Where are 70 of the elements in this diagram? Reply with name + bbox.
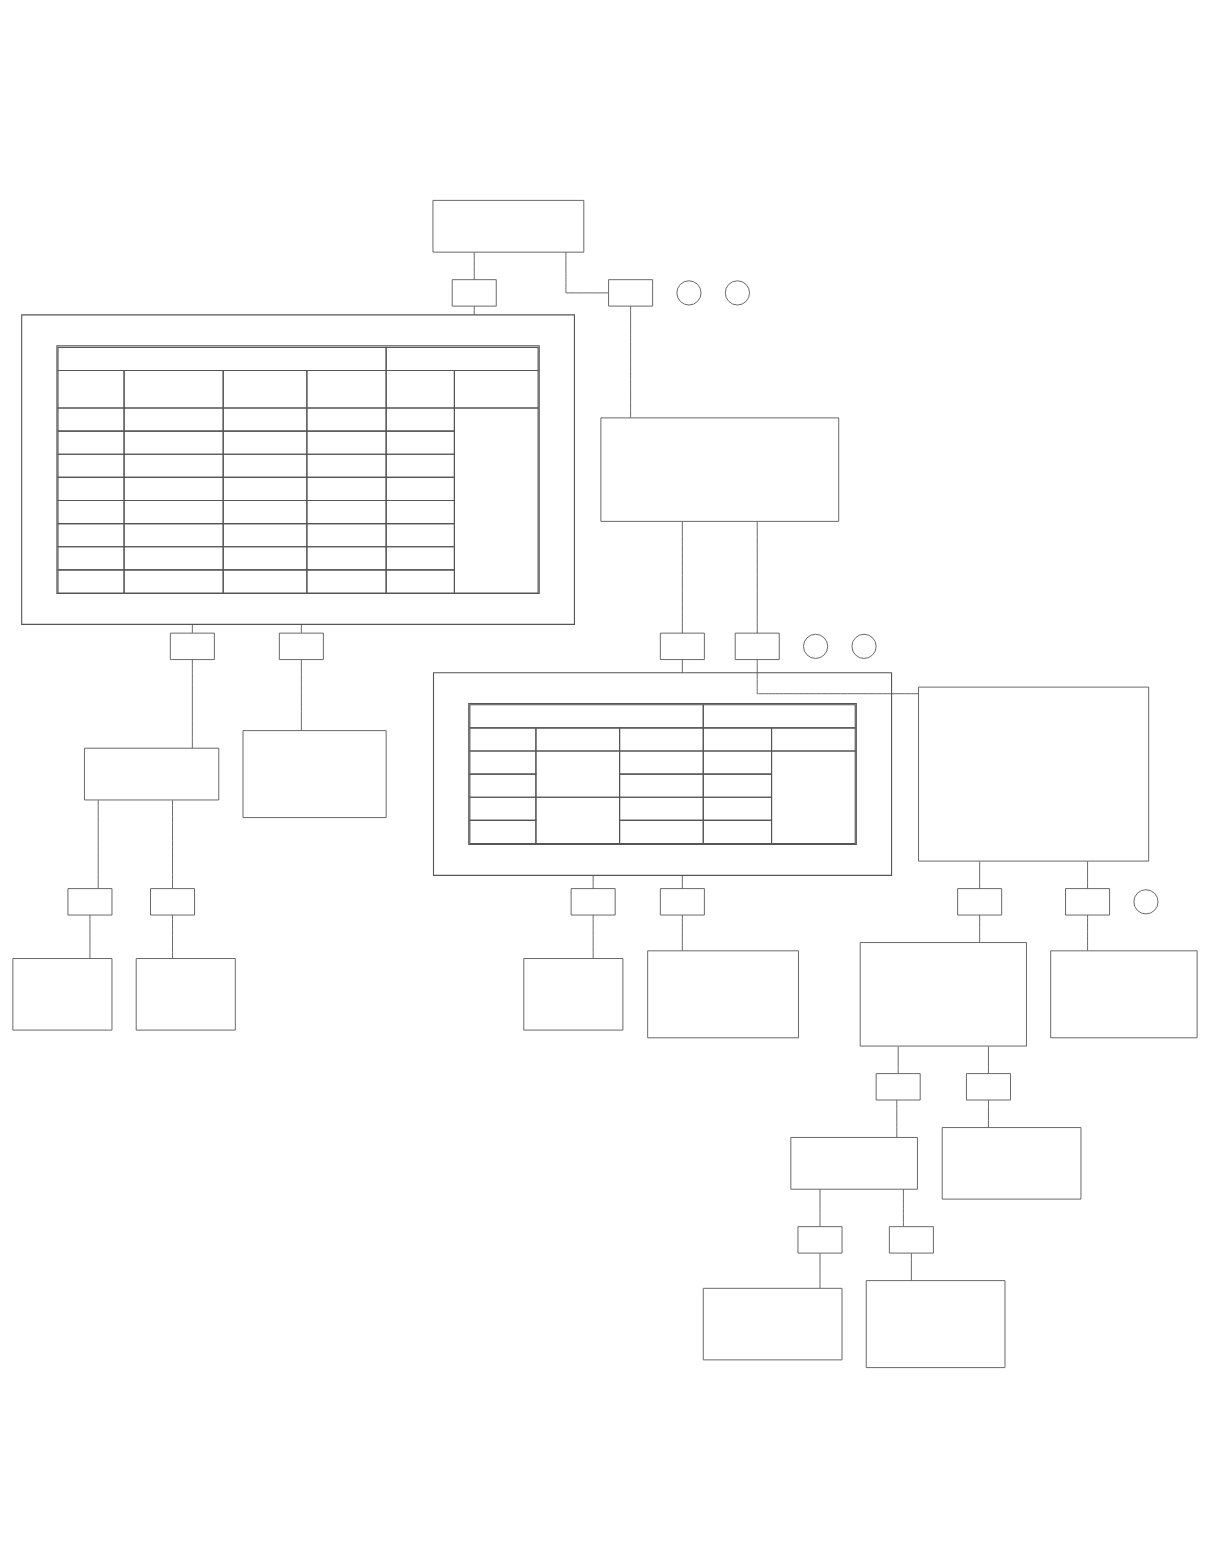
node-box (242, 730, 387, 819)
node-box (859, 942, 1027, 1047)
connector (681, 914, 683, 951)
connector (819, 1188, 821, 1227)
node-box (451, 279, 497, 307)
node-circle (724, 280, 750, 306)
connector (979, 860, 981, 889)
connector (89, 914, 91, 959)
node-box (734, 632, 780, 660)
node-box (702, 1287, 843, 1361)
node-circle (676, 280, 702, 306)
node-box (797, 1226, 843, 1254)
connector (681, 521, 683, 634)
node-box (888, 1226, 934, 1254)
connector (592, 914, 594, 959)
connector (1087, 914, 1088, 951)
connector (1087, 860, 1088, 889)
node-box (1065, 888, 1111, 916)
connector (681, 659, 683, 674)
connector (191, 659, 193, 749)
cluster (21, 314, 575, 625)
node-box (875, 1073, 921, 1101)
node-box (278, 632, 324, 660)
node-box (84, 747, 220, 801)
node-box (169, 632, 215, 660)
node-circle (803, 633, 829, 659)
connector (191, 623, 193, 634)
node-box (12, 958, 113, 1031)
connector (756, 521, 758, 634)
node-box (150, 888, 195, 916)
connector (756, 659, 919, 695)
node-box (608, 279, 654, 307)
node-box (918, 686, 1150, 862)
node-box (941, 1127, 1082, 1200)
cluster (432, 672, 893, 876)
connector (988, 1046, 989, 1074)
connector (681, 874, 683, 889)
node-box (1050, 950, 1198, 1039)
connector (630, 305, 632, 419)
node-box (600, 417, 840, 522)
node-circle (1133, 889, 1159, 915)
connector (565, 251, 609, 294)
connector (897, 1046, 899, 1074)
connector (910, 1252, 912, 1281)
node-circle (851, 633, 877, 659)
node-box (135, 958, 236, 1031)
node-box (790, 1137, 918, 1190)
node-box (659, 888, 705, 916)
connector (592, 874, 594, 889)
node-box (966, 1073, 1011, 1101)
connector (97, 799, 99, 889)
node-box (647, 950, 799, 1039)
node-box (865, 1280, 1006, 1369)
node-box (570, 888, 616, 916)
connector (896, 1099, 898, 1138)
node-box (523, 958, 624, 1031)
connector (473, 251, 475, 280)
connector (172, 799, 173, 889)
node-box (67, 888, 113, 916)
connector (172, 914, 173, 959)
connector (988, 1099, 989, 1128)
node-box (659, 632, 705, 660)
connector (473, 305, 475, 316)
connector (300, 623, 302, 634)
connector (819, 1252, 821, 1289)
connector (979, 914, 981, 943)
node-box (957, 888, 1003, 916)
connector (300, 659, 302, 731)
node-box (432, 199, 585, 253)
connector (902, 1188, 904, 1227)
